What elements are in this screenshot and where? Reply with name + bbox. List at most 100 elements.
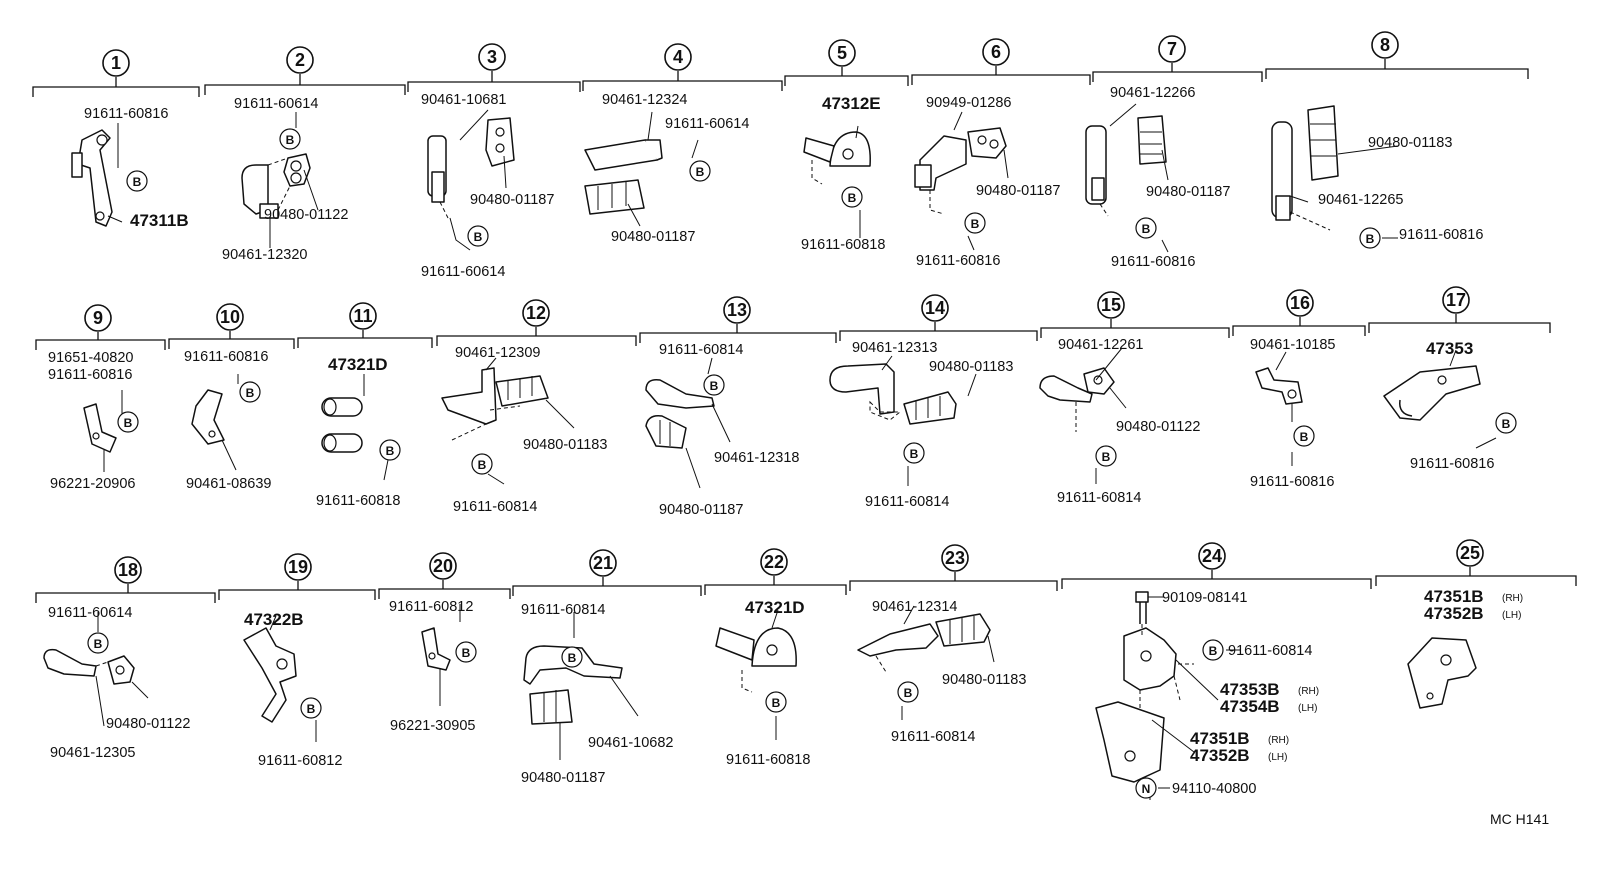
svg-text:47354B: 47354B [1220,697,1280,716]
svg-text:B: B [568,651,577,665]
svg-text:47321D: 47321D [745,598,805,617]
svg-text:96221-30905: 96221-30905 [390,718,475,734]
svg-text:91611-60812: 91611-60812 [389,599,473,615]
svg-text:91611-60816: 91611-60816 [84,106,168,122]
group-7-drawing [1085,115,1167,217]
svg-text:B: B [94,637,103,651]
group-5-number: 5 [828,39,856,67]
svg-text:91611-60814: 91611-60814 [1057,490,1141,506]
svg-text:90461-12261: 90461-12261 [1058,337,1143,353]
svg-text:90480-01187: 90480-01187 [976,183,1060,199]
svg-text:47351B: 47351B [1190,729,1250,748]
svg-text:B: B [772,696,781,710]
group-16-drawing [1255,367,1303,405]
svg-text:91611-60814: 91611-60814 [659,342,743,358]
svg-text:91611-60614: 91611-60614 [665,116,749,132]
b-marker: B [467,225,489,247]
svg-text:91611-60818: 91611-60818 [801,237,885,253]
diagram-code: MC H141 [1490,811,1549,827]
svg-text:B: B [386,444,395,458]
group-25-drawing [1407,637,1477,709]
svg-text:10: 10 [220,307,240,327]
svg-text:2: 2 [295,50,305,70]
svg-text:91611-60614: 91611-60614 [234,96,318,112]
svg-text:17: 17 [1446,290,1466,310]
b-marker: B [689,160,711,182]
group-4-number: 4 [664,43,692,71]
svg-text:90109-08141: 90109-08141 [1162,590,1247,606]
b-marker: B [903,442,925,464]
svg-text:90480-01122: 90480-01122 [264,207,348,223]
group-3-number: 3 [478,43,506,71]
svg-text:47322B: 47322B [244,610,304,629]
group-11-drawing [321,397,363,453]
group-19-drawing [243,627,297,723]
svg-text:B: B [1502,417,1511,431]
b-marker: B [126,170,148,192]
svg-text:90461-12266: 90461-12266 [1110,85,1195,101]
svg-text:90480-01187: 90480-01187 [470,192,554,208]
svg-text:B: B [478,458,487,472]
b-marker: B [1495,412,1517,434]
svg-text:21: 21 [593,553,613,573]
svg-text:4: 4 [673,47,683,67]
b-marker: B [87,632,109,654]
svg-text:90461-12318: 90461-12318 [714,450,799,466]
group-22-drawing [715,627,797,693]
b-marker: B [279,128,301,150]
group-5-drawing [803,131,871,185]
b-marker: B [1095,445,1117,467]
svg-text:(RH): (RH) [1268,735,1289,746]
svg-text:7: 7 [1167,39,1177,59]
svg-text:1: 1 [111,53,121,73]
svg-text:91611-60614: 91611-60614 [421,264,505,280]
svg-text:90461-12309: 90461-12309 [455,345,540,361]
svg-text:90480-01183: 90480-01183 [1368,135,1452,151]
svg-text:91651-40820: 91651-40820 [48,350,133,366]
group-15-drawing [1039,367,1115,432]
leader-lines [95,103,1497,789]
svg-text:19: 19 [288,557,308,577]
svg-text:90949-01286: 90949-01286 [926,95,1011,111]
svg-text:11: 11 [353,306,372,326]
group-2-number: 2 [286,46,314,74]
group-10-drawing [191,389,225,445]
svg-text:24: 24 [1202,546,1222,566]
group-2-drawing [241,153,311,219]
svg-text:47351B: 47351B [1424,587,1484,606]
svg-text:B: B [696,165,705,179]
svg-text:91611-60814: 91611-60814 [1228,643,1312,659]
svg-text:91611-60816: 91611-60816 [916,253,1000,269]
svg-text:15: 15 [1101,295,1121,315]
svg-text:(LH): (LH) [1502,610,1521,621]
svg-text:B: B [462,646,471,660]
svg-text:47321D: 47321D [328,355,388,374]
svg-text:94110-40800: 94110-40800 [1172,781,1256,797]
group-13-drawing [645,378,715,449]
part-labels: 91611-60816 47311B 91611-60614 90480-011… [48,85,1523,797]
svg-text:90461-10681: 90461-10681 [421,92,506,108]
svg-text:47352B: 47352B [1424,604,1484,623]
svg-text:12: 12 [526,303,546,323]
svg-text:90480-01183: 90480-01183 [942,672,1026,688]
svg-text:47353: 47353 [1426,339,1473,358]
svg-text:91611-60816: 91611-60816 [48,367,132,383]
b-marker: B [1202,639,1224,661]
b-marker: B [964,212,986,234]
group-12-drawing [441,367,549,441]
svg-text:22: 22 [764,552,784,572]
svg-text:91611-60814: 91611-60814 [865,494,949,510]
b-marker: B [239,381,261,403]
b-marker: B [897,681,919,703]
group-1-number: 1 [102,49,130,77]
svg-text:91611-60818: 91611-60818 [726,752,810,768]
group-14-number: 14 [921,294,949,322]
group-12-number: 12 [522,299,550,327]
group-brackets [32,59,1577,603]
svg-text:B: B [848,191,857,205]
svg-text:90480-01187: 90480-01187 [659,502,743,518]
b-marker: B [455,641,477,663]
svg-text:9: 9 [93,308,103,328]
svg-text:(LH): (LH) [1268,752,1287,763]
